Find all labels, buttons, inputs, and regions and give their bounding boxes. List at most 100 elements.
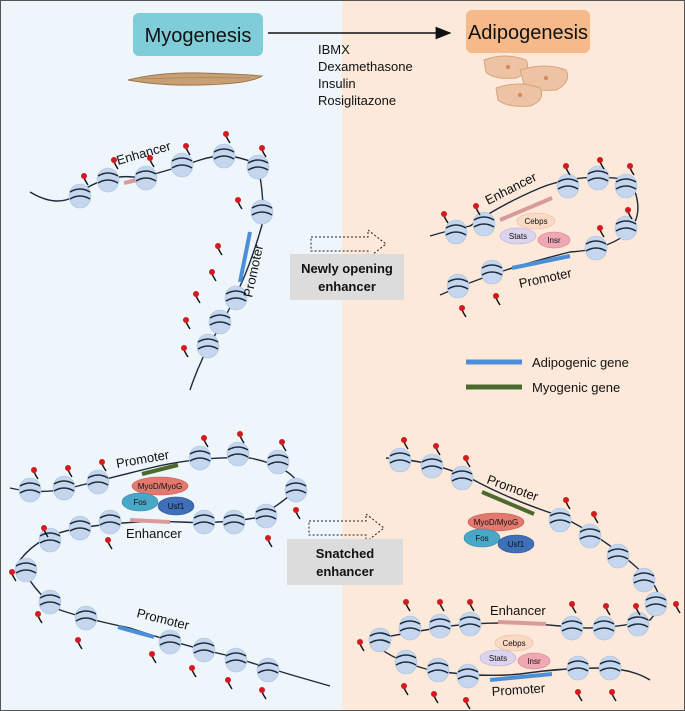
factor-usf1: Usf1 [157,496,195,516]
nucleosome [98,509,122,535]
enhancer-label: Enhancer [126,526,182,541]
legend-label-myogenic: Myogenic gene [532,380,620,395]
histone-mark [181,345,187,351]
nucleosome [196,333,220,359]
histone-mark [597,225,603,231]
transition-label: Snatched [316,546,375,561]
factor-label: Usf1 [508,540,525,549]
histone-mark [673,601,679,607]
nucleosome [134,165,158,191]
factor-myod-myog: MyoD/MyoG [467,512,525,532]
dashed-transition-arrow [308,512,385,544]
histone-mark [569,601,575,607]
nucleosome [170,152,194,178]
histone-mark [401,683,407,689]
histone-mark [259,145,265,151]
factor-stats: Stats [479,649,517,667]
nucleosome [368,627,392,653]
adipogenesis-panel-bg [342,0,685,711]
nucleosome [254,503,278,529]
nucleosome [96,167,120,193]
factor-cebps: Cebps [494,634,534,652]
histone-mark [591,511,597,517]
nucleosome [74,605,98,631]
histone-mark [357,639,363,645]
nucleosome [38,527,62,553]
histone-mark [293,507,299,513]
nucleosome [18,477,42,503]
histone-mark [431,691,437,697]
nucleosome [480,259,504,285]
nucleosome [556,173,580,199]
nucleosome [428,613,452,639]
factor-label: Insr [527,657,541,666]
nucleosome [606,543,630,569]
factor-label: Cebps [502,639,525,648]
histone-mark [625,207,631,213]
transition-label: Newly opening [301,261,393,276]
factor-fos: Fos [463,528,501,548]
nucleosome [86,469,110,495]
myogenic-promoter-segment [481,490,535,516]
histone-mark [401,437,407,443]
nucleosome [192,509,216,535]
nucleosome [598,655,622,681]
nucleosome [224,647,248,673]
nucleosome [444,219,468,245]
histone-mark [433,443,439,449]
factor-label: Fos [133,498,146,507]
histone-mark [563,163,569,169]
histone-mark-group [81,131,267,358]
factor-label: Insr [547,236,561,245]
adipocyte-cluster-icon [483,55,569,107]
histone-mark [193,291,199,297]
nucleosome [226,441,250,467]
factor-label: Cebps [524,217,547,226]
histone-mark [575,689,581,695]
nucleosome [284,477,308,503]
nucleosome [246,154,270,180]
histone-mark [105,537,111,543]
nucleosome [250,199,274,225]
histone-mark [459,305,465,311]
myogenic-promoter-segment [141,463,179,476]
histone-mark [183,143,189,149]
nucleosome [450,465,474,491]
histone-mark [259,687,265,693]
factor-fos: Fos [121,492,159,512]
nucleosome [256,657,280,683]
histone-mark [9,569,15,575]
histone-mark [223,131,229,137]
histone-mark [441,211,447,217]
nucleosome [566,655,590,681]
adipogenic-promoter-segment [117,625,155,639]
enhancer-segment [499,196,553,222]
histone-mark [237,431,243,437]
histone-mark [437,599,443,605]
factor-insr: Insr [537,231,571,249]
histone-mark [201,435,207,441]
histone-mark [99,459,105,465]
nucleosome [446,273,470,299]
factor-stats: Stats [499,227,537,245]
histone-mark [403,599,409,605]
nucleosome [398,615,422,641]
histone-mark [149,651,155,657]
nucleosome [68,515,92,541]
histone-mark [265,535,271,541]
factor-cebps: Cebps [516,212,556,230]
nucleosome [266,449,290,475]
nucleosome [560,615,584,641]
nucleosome [458,611,482,637]
adipogenesis-title: Adipogenesis [468,22,588,44]
nucleosome [38,589,62,615]
legend: Adipogenic gene Myogenic gene [466,355,629,395]
treatment-item: Dexamethasone [318,59,413,74]
histone-mark [493,293,499,299]
factor-label: Usf1 [168,502,185,511]
myogenesis-title: Myogenesis [145,25,252,47]
factor-myod-myog: MyoD/MyoG [131,476,189,496]
nucleosome [212,143,236,169]
